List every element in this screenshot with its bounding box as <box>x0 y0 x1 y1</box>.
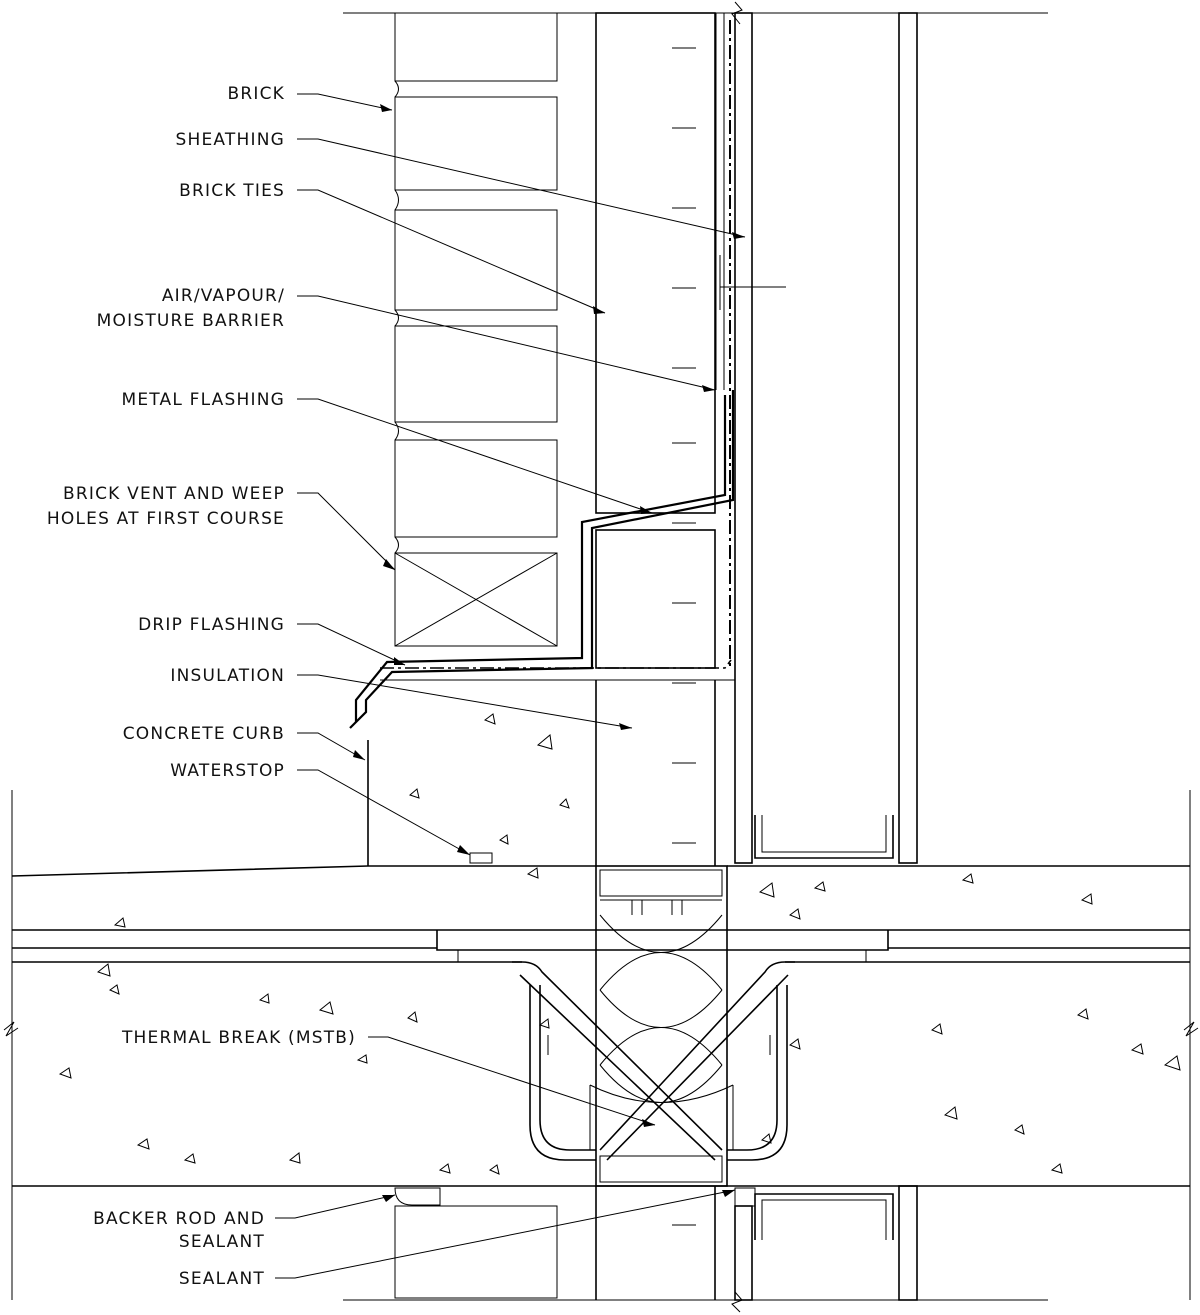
metal-and-drip-flashing <box>349 390 735 729</box>
label-metal-flashing: METAL FLASHING <box>121 390 285 410</box>
label-brick-ties: BRICK TIES <box>179 181 285 201</box>
label-sheathing: SHEATHING <box>176 130 286 150</box>
sheathing-and-stud-wall <box>343 1 1048 1313</box>
label-concrete-curb: CONCRETE CURB <box>123 724 285 744</box>
label-insulation: INSULATION <box>170 666 285 686</box>
thermal-break-mstb <box>512 865 795 1187</box>
label-backer-rod-line1: BACKER ROD AND <box>93 1209 265 1229</box>
label-thermal-break: THERMAL BREAK (MSTB) <box>121 1028 356 1048</box>
label-brick-vent-line2: HOLES AT FIRST COURSE <box>47 509 285 529</box>
brick-veneer <box>394 12 558 1299</box>
label-brick-vent-line1: BRICK VENT AND WEEP <box>63 484 285 504</box>
backer-rod-and-sealant <box>394 1187 756 1207</box>
label-air-barrier-line2: MOISTURE BARRIER <box>97 311 285 331</box>
concrete-curb <box>367 679 735 866</box>
leader-lines <box>275 93 746 1279</box>
label-brick: BRICK <box>227 84 285 104</box>
label-drip-flashing: DRIP FLASHING <box>138 615 285 635</box>
label-backer-rod-line2: SEALANT <box>179 1232 265 1252</box>
floor-slab <box>3 790 1199 1300</box>
insulation-column <box>595 12 716 1300</box>
label-sealant: SEALANT <box>179 1269 265 1289</box>
callout-labels: BRICK SHEATHING BRICK TIES AIR/VAPOUR/ M… <box>47 84 356 1289</box>
label-waterstop: WATERSTOP <box>170 761 285 781</box>
label-air-barrier-line1: AIR/VAPOUR/ <box>162 286 285 306</box>
